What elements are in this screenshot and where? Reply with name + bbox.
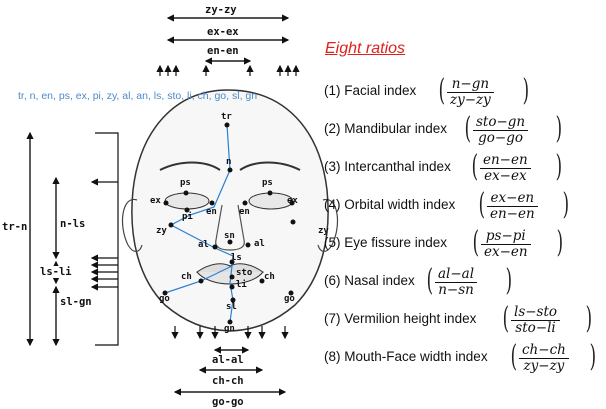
- paren-close-6: ): [505, 263, 513, 298]
- label-ps-right: ps: [262, 178, 273, 188]
- paren-close-1: ): [522, 73, 530, 108]
- label-ex-left: ex: [150, 196, 161, 206]
- label-pi: pi: [182, 212, 193, 222]
- left-eye: [164, 192, 210, 210]
- label-ex-right: ex: [287, 196, 298, 206]
- measure-n-ls: n-ls: [60, 218, 86, 230]
- paren-open-8: (: [510, 339, 518, 374]
- ratio-denominator-2: go−go: [478, 130, 523, 146]
- label-gn: gn: [224, 324, 235, 334]
- left-ear: [121, 198, 143, 252]
- paren-open-6: (: [426, 263, 434, 298]
- label-tr: tr: [221, 112, 232, 122]
- label-ls: ls: [231, 253, 242, 263]
- landmark-list: tr, n, en, ps, ex, pi, zy, al, an, ls, s…: [18, 90, 258, 102]
- measure-zy-zy: zy-zy: [205, 4, 237, 16]
- ratios-title: Eight ratios: [325, 40, 406, 57]
- ratio-label-1: (1) Facial index: [324, 83, 417, 98]
- measure-ls-li: ls-li: [40, 266, 72, 278]
- head-outline: [131, 89, 329, 332]
- label-en-left: en: [206, 207, 217, 217]
- ratio-denominator-5: ex−en: [484, 244, 528, 260]
- top-measure-arrows: [156, 14, 300, 76]
- label-go-left: go: [159, 294, 170, 304]
- paren-open-5: (: [472, 225, 480, 260]
- ratio-label-4: (4) Orbital width index: [324, 197, 456, 212]
- paren-close-7: ): [585, 301, 593, 336]
- ratio-label-6: (6) Nasal index: [324, 273, 415, 288]
- paren-open-3: (: [471, 149, 479, 184]
- ratio-label-5: (5) Eye fissure index: [324, 235, 448, 250]
- paren-open-2: (: [464, 111, 472, 146]
- label-zy-right: zy: [318, 226, 329, 236]
- paren-close-8: ): [589, 339, 597, 374]
- ratio-numerator-4: ex−en: [487, 191, 538, 207]
- label-zy-left: zy: [156, 226, 167, 236]
- paren-close-2: ): [555, 111, 563, 146]
- ratio-label-2: (2) Mandibular index: [324, 121, 448, 136]
- paren-open-7: (: [502, 301, 510, 336]
- landmark-dots: [162, 122, 296, 325]
- ratio-denominator-6: n−sn: [438, 282, 474, 298]
- ratio-label-8: (8) Mouth-Face width index: [324, 349, 488, 364]
- ratio-denominator-3: ex−ex: [484, 168, 527, 184]
- label-n: n: [226, 157, 232, 167]
- ratio-label-7: (7) Vermilion height index: [324, 311, 477, 326]
- paren-open-4: (: [478, 187, 486, 222]
- measure-en-en: en-en: [207, 45, 239, 57]
- ratio-denominator-8: zy−zy: [523, 358, 565, 374]
- paren-close-4: ): [562, 187, 570, 222]
- label-en-right: en: [239, 207, 250, 217]
- label-sn: sn: [224, 231, 235, 241]
- label-li: li: [236, 280, 247, 290]
- measure-go-go: go-go: [212, 396, 244, 408]
- ratio-denominator-4: en−en: [490, 206, 535, 222]
- ratio-numerator-5: ps−pi: [481, 229, 531, 245]
- measure-ch-ch: ch-ch: [212, 375, 244, 387]
- ratio-numerator-3: en−en: [480, 153, 531, 169]
- bottom-measure-arrows: [171, 326, 289, 396]
- measure-ex-ex: ex-ex: [207, 26, 239, 38]
- paren-open-1: (: [438, 73, 446, 108]
- label-go-right: go: [284, 294, 295, 304]
- measure-al-al: al-al: [212, 354, 244, 366]
- ratio-label-3: (3) Intercanthal index: [324, 159, 451, 174]
- paren-close-5: ): [556, 225, 564, 260]
- ratio-numerator-7: ls−sto: [511, 305, 561, 321]
- left-eyebrow: [159, 161, 221, 171]
- label-ch-right: ch: [264, 272, 275, 282]
- left-measure-lines: [26, 131, 119, 347]
- measure-sl-gn: sl-gn: [60, 296, 92, 308]
- ratio-numerator-8: ch−ch: [519, 343, 569, 359]
- label-sto: sto: [236, 268, 253, 278]
- label-al-right: al: [254, 239, 265, 249]
- label-ch-left: ch: [181, 272, 192, 282]
- ratio-numerator-2: sto−gn: [473, 115, 529, 131]
- label-al-left: al: [198, 240, 209, 250]
- ratio-numerator-6: al−al: [435, 267, 478, 283]
- ratio-denominator-7: sto−li: [515, 320, 556, 336]
- ratio-denominator-1: zy−zy: [450, 92, 491, 108]
- label-sl: sl: [226, 302, 237, 312]
- right-eyebrow: [239, 161, 301, 171]
- nose: [215, 204, 245, 251]
- ratio-numerator-1: n−gn: [447, 77, 494, 93]
- right-ear: [317, 198, 339, 252]
- paren-close-3: ): [555, 149, 563, 184]
- measure-tr-n: tr-n: [2, 221, 28, 233]
- label-ps-left: ps: [180, 178, 191, 188]
